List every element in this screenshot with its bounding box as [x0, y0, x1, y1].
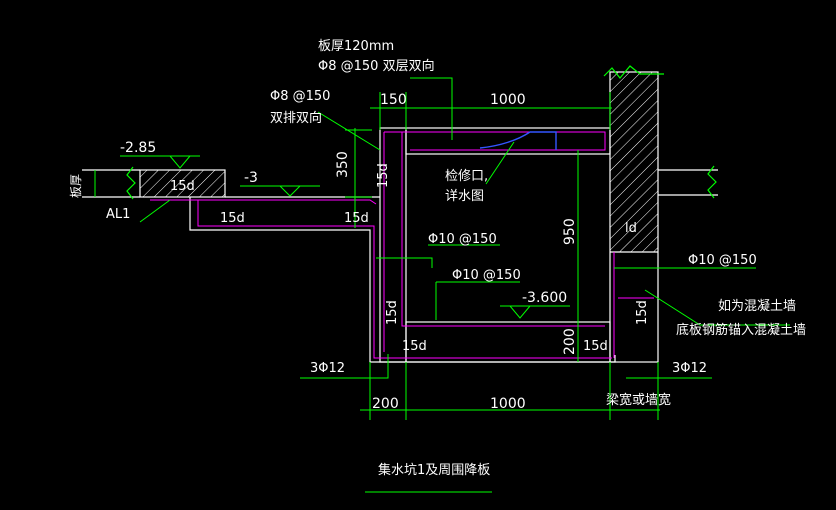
- label-bars-left: 3Φ12: [310, 361, 345, 376]
- label-al1: AL1: [106, 207, 130, 222]
- label-concrete-wall-2: 底板钢筋锚入混凝土墙: [676, 322, 806, 338]
- anchor-3: 15d: [344, 211, 369, 226]
- leader-wall-rebar: [317, 111, 381, 151]
- label-wall-rebar-1: Φ8 @150: [270, 89, 330, 104]
- dim-1000-bottom: 1000: [490, 396, 526, 412]
- pit-bottom-slab: [405, 321, 611, 363]
- anchor-4: 15d: [385, 300, 400, 325]
- label-slab-rebar: Φ8 @150 双层双向: [318, 58, 435, 74]
- label-rebar-a: Φ10 @150: [428, 232, 497, 247]
- level-1: -2.85: [120, 140, 156, 156]
- leader-rebar-a-ext: [376, 257, 433, 268]
- leader-concrete-wall: [644, 289, 790, 326]
- break-top: [603, 65, 664, 79]
- level-2: -3: [244, 170, 258, 186]
- pit-left-wall: [379, 127, 407, 363]
- label-slab-thickness: 板厚120mm: [318, 39, 394, 54]
- right-wall-hatch: [610, 72, 658, 252]
- level-3: -3.600: [522, 290, 567, 306]
- dim-1000-top: 1000: [490, 92, 526, 108]
- rebar-wall-inner: [401, 132, 605, 327]
- rebar-cover: [384, 131, 606, 151]
- dim-950: 950: [562, 218, 578, 245]
- rebar-top-step: [150, 199, 377, 205]
- rebar-lines: [150, 131, 654, 359]
- leader-bars-left: [300, 354, 389, 379]
- anchor-8: 15d: [376, 163, 391, 188]
- drawing-title: 集水坑1及周围降板: [378, 462, 490, 478]
- dim-200-side: 200: [562, 328, 578, 355]
- anchor-1: 15d: [170, 179, 195, 194]
- leader-al1: [139, 199, 171, 223]
- level-mark-3: [509, 305, 531, 319]
- leader-slab: [410, 77, 453, 140]
- label-concrete-wall-1: 如为混凝土墙: [718, 298, 796, 314]
- level-mark-2: [279, 185, 301, 197]
- break-right: [707, 165, 717, 199]
- anchor-7: 15d: [635, 300, 650, 325]
- label-bars-right: 3Φ12: [672, 361, 707, 376]
- anchor-ld: ld: [625, 221, 637, 236]
- dim-200-bottom: 200: [372, 396, 399, 412]
- anchor-5: 15d: [402, 339, 427, 354]
- leader-access: [485, 141, 515, 185]
- label-beam-width: 梁宽或墙宽: [606, 392, 671, 408]
- access-hatch-curve: [479, 131, 557, 150]
- break-left: [126, 166, 136, 200]
- label-access-1: 检修口,: [445, 169, 488, 184]
- text-labels: 板厚120mm Φ8 @150 双层双向 Φ8 @150 双排双向 检修口, 详…: [69, 39, 806, 478]
- dimension-lines: [94, 77, 790, 493]
- label-rebar-c: Φ10 @150: [688, 253, 757, 268]
- label-rebar-b: Φ10 @150: [452, 268, 521, 283]
- label-access-2: 详水图: [445, 189, 484, 204]
- al1-hatch: [140, 170, 225, 197]
- level-mark-1: [169, 155, 191, 169]
- anchor-6: 15d: [583, 339, 608, 354]
- dim-150: 150: [380, 92, 407, 108]
- outer-bottom-outline: [189, 197, 616, 363]
- dim-350: 350: [335, 151, 351, 178]
- concrete-outline: [82, 65, 718, 363]
- label-wall-rebar-2: 双排双向: [270, 110, 322, 126]
- label-slab: 板厚: [69, 174, 83, 198]
- anchor-2: 15d: [220, 211, 245, 226]
- rebar-outer: [197, 200, 612, 359]
